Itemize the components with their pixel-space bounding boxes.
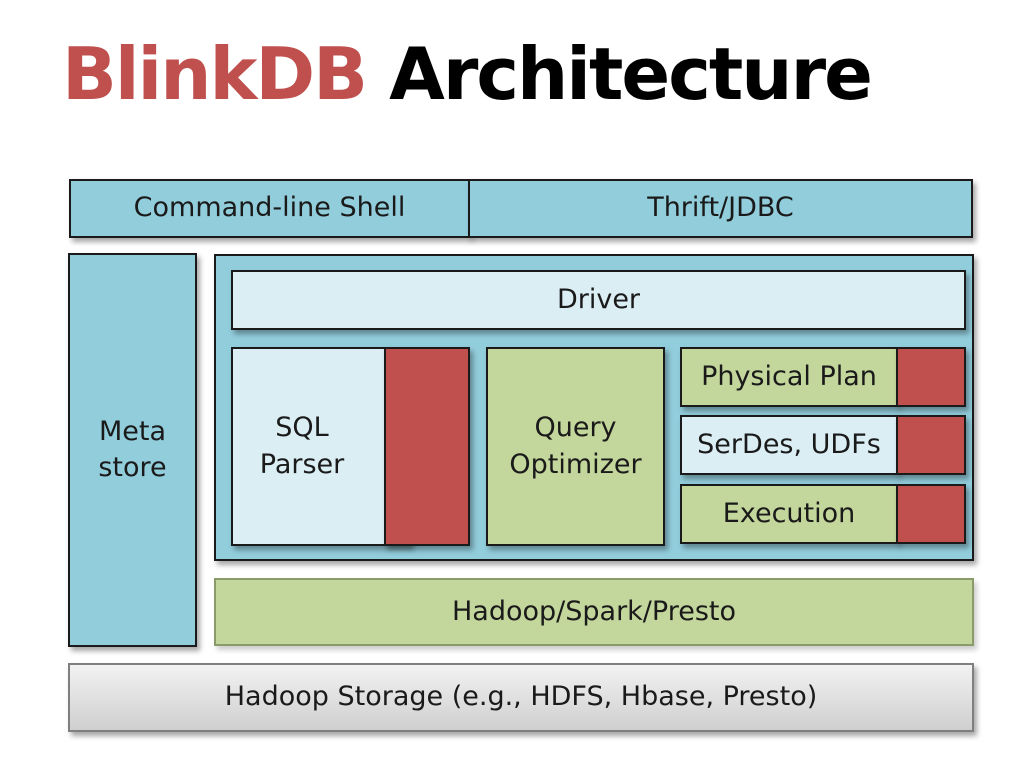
driver-box: Driver xyxy=(231,270,966,330)
slide-title: BlinkDB Architecture xyxy=(62,38,873,110)
engines-label: Hadoop/Spark/Presto xyxy=(451,595,736,627)
execution-label: Execution xyxy=(722,497,856,529)
physical-plan-box: Physical Plan xyxy=(680,347,898,407)
engines-box: Hadoop/Spark/Presto xyxy=(214,578,974,646)
sql-parser-blinkdb-extension xyxy=(384,347,470,546)
query-optimizer-box: Query Optimizer xyxy=(486,347,665,546)
query-optimizer-label-line2: Optimizer xyxy=(509,448,642,480)
serdes-udfs-label: SerDes, UDFs xyxy=(697,428,881,460)
title-accent: BlinkDB xyxy=(62,32,368,116)
thrift-jdbc-label: Thrift/JDBC xyxy=(647,192,794,224)
physical-plan-label: Physical Plan xyxy=(701,360,877,392)
storage-box: Hadoop Storage (e.g., HDFS, Hbase, Prest… xyxy=(68,663,974,732)
command-line-shell-label: Command-line Shell xyxy=(133,192,406,224)
execution-box: Execution xyxy=(680,484,898,544)
sql-parser-box: SQL Parser xyxy=(231,347,411,546)
physical-plan-blinkdb-extension xyxy=(896,347,966,407)
query-optimizer-label-line1: Query xyxy=(534,412,617,444)
storage-label: Hadoop Storage (e.g., HDFS, Hbase, Prest… xyxy=(224,681,818,713)
sql-parser-label-line2: Parser xyxy=(259,448,345,480)
metastore-label-line1: Meta xyxy=(98,415,167,447)
execution-blinkdb-extension xyxy=(896,484,966,544)
metastore-label-line2: store xyxy=(98,452,167,483)
title-main: Architecture xyxy=(389,32,873,116)
serdes-blinkdb-extension xyxy=(896,415,966,475)
driver-label: Driver xyxy=(556,283,641,315)
metastore-box: Meta store xyxy=(68,253,197,647)
serdes-udfs-box: SerDes, UDFs xyxy=(680,415,898,475)
command-line-shell-box: Command-line Shell xyxy=(69,179,470,238)
thrift-jdbc-box: Thrift/JDBC xyxy=(468,179,973,238)
sql-parser-label-line1: SQL xyxy=(275,412,329,444)
